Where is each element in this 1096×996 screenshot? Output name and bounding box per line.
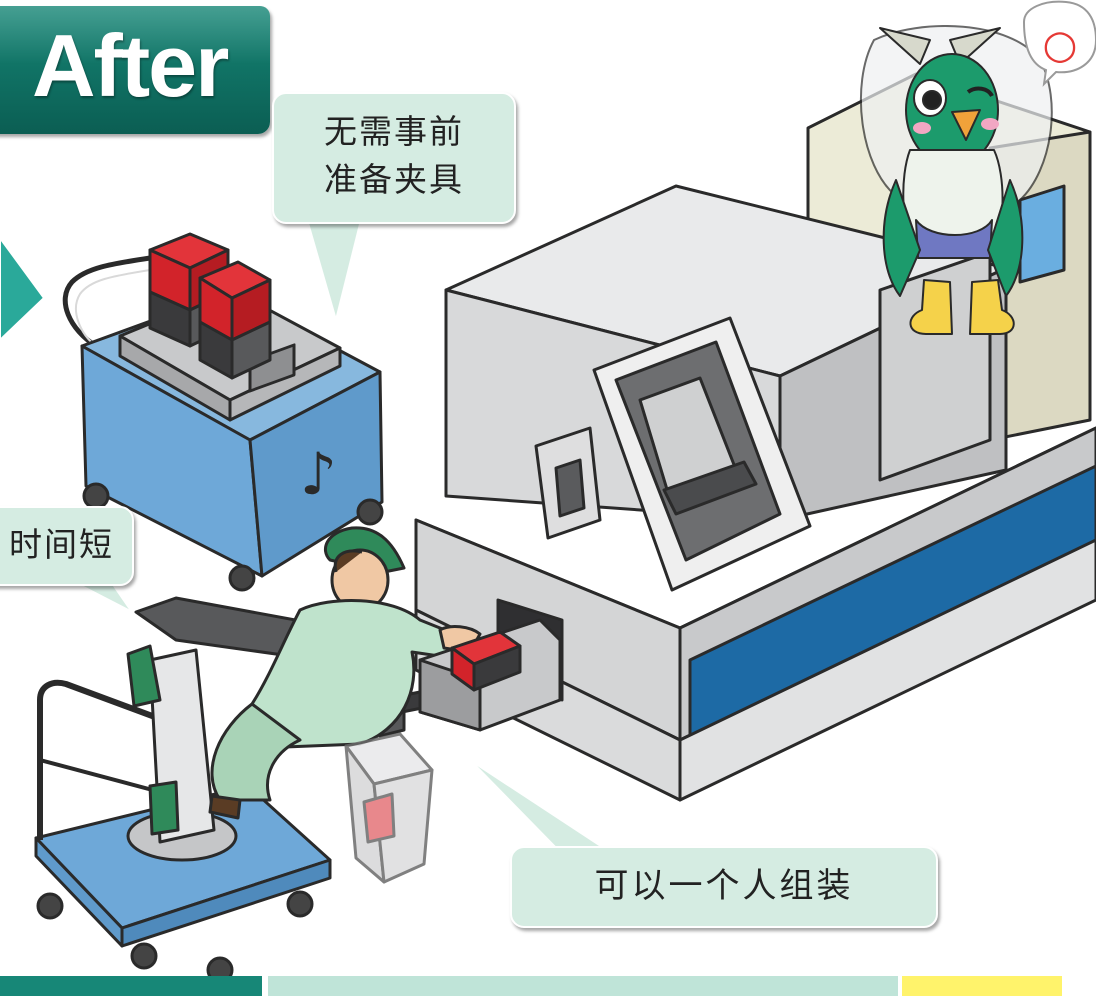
cnc-machine [414,72,1096,802]
callout-line-1: 无需事前 [324,112,464,151]
music-note-icon: ♪ [300,440,337,508]
callout-tail-one-person [469,759,614,853]
callout-line-2: 准备夹具 [324,160,464,199]
machine-blue-panel [688,464,1096,754]
mascot-bird [859,25,1053,335]
arrow-left [0,236,46,342]
callout-short-time: 时间短 [0,506,134,586]
bottom-bar-mint [268,976,898,996]
page-title: After [32,16,229,115]
transparent-tool [344,732,434,884]
parts-cart [62,232,384,592]
callout-one-person-assembly: 可以一个人组装 [510,846,938,928]
callout-text: 时间短 [9,525,114,564]
callout-text: 可以一个人组装 [594,866,854,906]
bottom-bar-green [0,976,262,996]
callout-no-fixture-prep: 无需事前 准备夹具 [272,92,516,224]
bottom-bar-yellow [902,976,1062,996]
callout-tail-prep [304,215,364,324]
worker [208,526,482,820]
machine-drawer [418,618,562,732]
after-banner: After [0,6,270,134]
circle-icon: ○ [1043,22,1078,68]
